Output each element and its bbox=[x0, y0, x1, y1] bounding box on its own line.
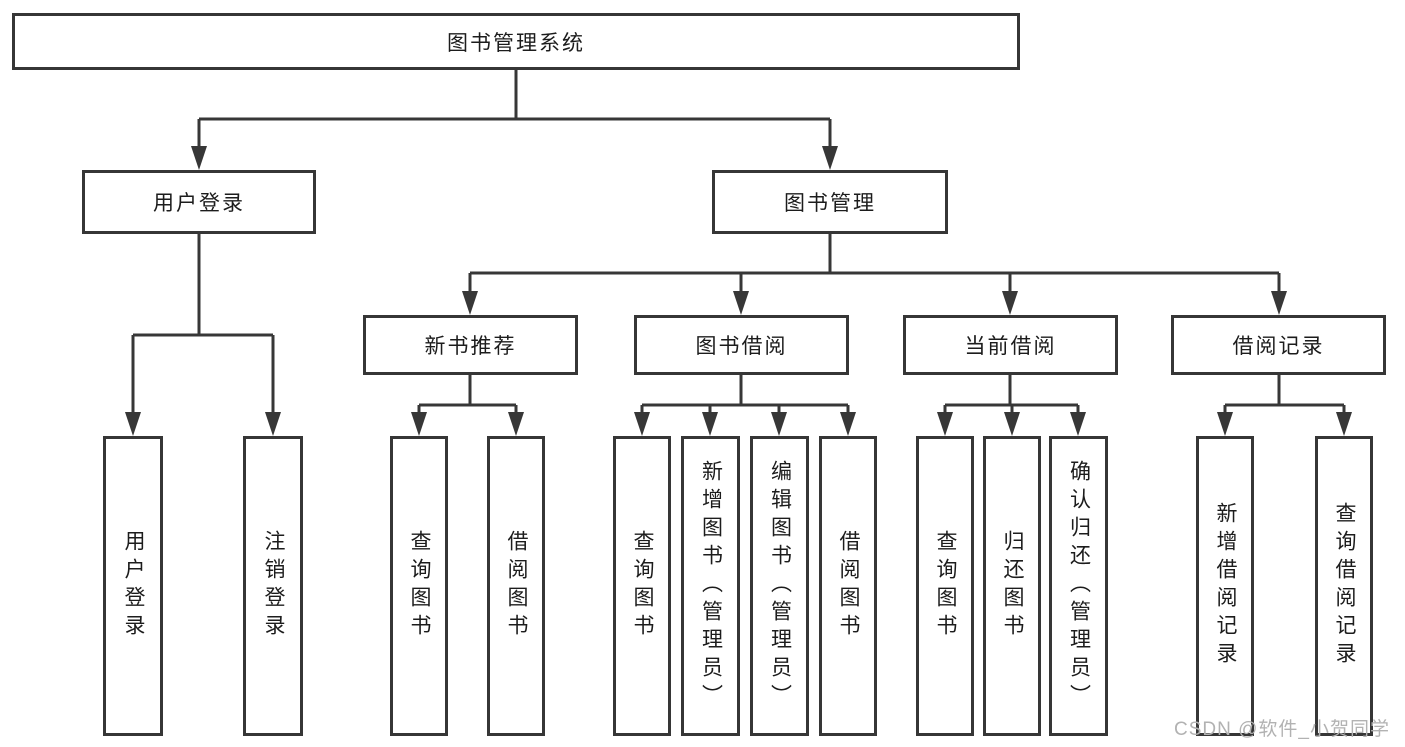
node-label: 用户登录 bbox=[153, 192, 245, 215]
leaf-query-borrow-record: 查询借阅记录 bbox=[1315, 436, 1373, 736]
leaf-user-login: 用户登录 bbox=[103, 436, 163, 736]
node-label: 编辑图书（管理员） bbox=[768, 460, 792, 712]
node-label: 查询图书 bbox=[408, 530, 431, 642]
leaf-query-books-borrow: 查询图书 bbox=[613, 436, 671, 736]
leaf-return-books: 归还图书 bbox=[983, 436, 1041, 736]
node-current-borrow: 当前借阅 bbox=[903, 315, 1118, 375]
leaf-borrow-books-recommend: 借阅图书 bbox=[487, 436, 545, 736]
node-library-system: 图书管理系统 bbox=[12, 13, 1020, 70]
leaf-add-books-admin: 新增图书（管理员） bbox=[681, 436, 740, 736]
leaf-edit-books-admin: 编辑图书（管理员） bbox=[750, 436, 809, 736]
node-label: 借阅图书 bbox=[837, 530, 860, 642]
leaf-logout: 注销登录 bbox=[243, 436, 303, 736]
node-label: 图书管理 bbox=[784, 192, 876, 215]
arrowheads bbox=[125, 146, 1352, 436]
node-label: 新书推荐 bbox=[424, 335, 517, 358]
node-label: 图书管理系统 bbox=[447, 31, 585, 55]
node-label: 当前借阅 bbox=[964, 335, 1057, 358]
node-label: 注销登录 bbox=[262, 530, 285, 642]
node-borrow-records: 借阅记录 bbox=[1171, 315, 1386, 375]
node-label: 确认归还（管理员） bbox=[1067, 460, 1091, 712]
node-user-login: 用户登录 bbox=[82, 170, 316, 234]
node-label: 新增图书（管理员） bbox=[699, 460, 723, 712]
node-label: 借阅记录 bbox=[1232, 335, 1325, 358]
leaf-query-books-recommend: 查询图书 bbox=[390, 436, 448, 736]
node-book-management: 图书管理 bbox=[712, 170, 948, 234]
leaf-borrow-books: 借阅图书 bbox=[819, 436, 877, 736]
node-book-borrow: 图书借阅 bbox=[634, 315, 849, 375]
node-label: 新增借阅记录 bbox=[1214, 502, 1237, 670]
node-label: 图书借阅 bbox=[695, 335, 788, 358]
node-label: 用户登录 bbox=[122, 530, 145, 642]
node-label: 查询借阅记录 bbox=[1333, 502, 1356, 670]
node-label: 查询图书 bbox=[934, 530, 957, 642]
node-label: 归还图书 bbox=[1001, 530, 1024, 642]
leaf-confirm-return-admin: 确认归还（管理员） bbox=[1049, 436, 1108, 736]
node-label: 查询图书 bbox=[631, 530, 654, 642]
leaf-add-borrow-record: 新增借阅记录 bbox=[1196, 436, 1254, 736]
leaf-query-books-current: 查询图书 bbox=[916, 436, 974, 736]
csdn-watermark: CSDN @软件_小贺同学 bbox=[1174, 719, 1390, 740]
node-label: 借阅图书 bbox=[505, 530, 528, 642]
node-new-book-recommend: 新书推荐 bbox=[363, 315, 578, 375]
